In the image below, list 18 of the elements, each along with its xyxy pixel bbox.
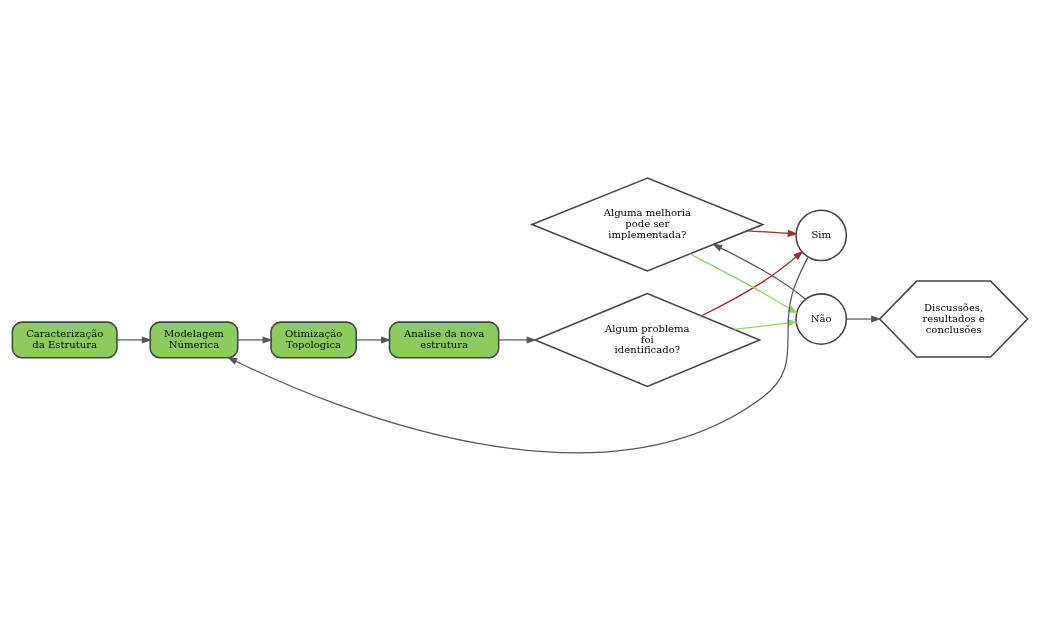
node-diamond: Alguma melhoria pode ser implementada?	[529, 176, 765, 272]
node-box: Caracterização da Estrutura	[11, 320, 118, 358]
node-circle: Não	[795, 292, 848, 345]
arrow	[701, 250, 804, 316]
arrow	[733, 318, 799, 330]
arrow	[689, 252, 799, 314]
arrow	[845, 314, 882, 323]
arrow	[116, 335, 153, 343]
node-box: Analise da nova estrutura	[388, 320, 500, 358]
arrow	[355, 335, 392, 343]
node-box: Otimização Topologica	[270, 320, 357, 358]
arrow	[237, 335, 273, 343]
arrow	[746, 229, 798, 237]
arrow	[711, 243, 807, 300]
node-diamond: Algum problema foi identificado?	[533, 292, 762, 387]
arrow	[498, 335, 537, 343]
arrow	[227, 256, 809, 453]
node-box: Modelagem Númerica	[149, 320, 239, 358]
